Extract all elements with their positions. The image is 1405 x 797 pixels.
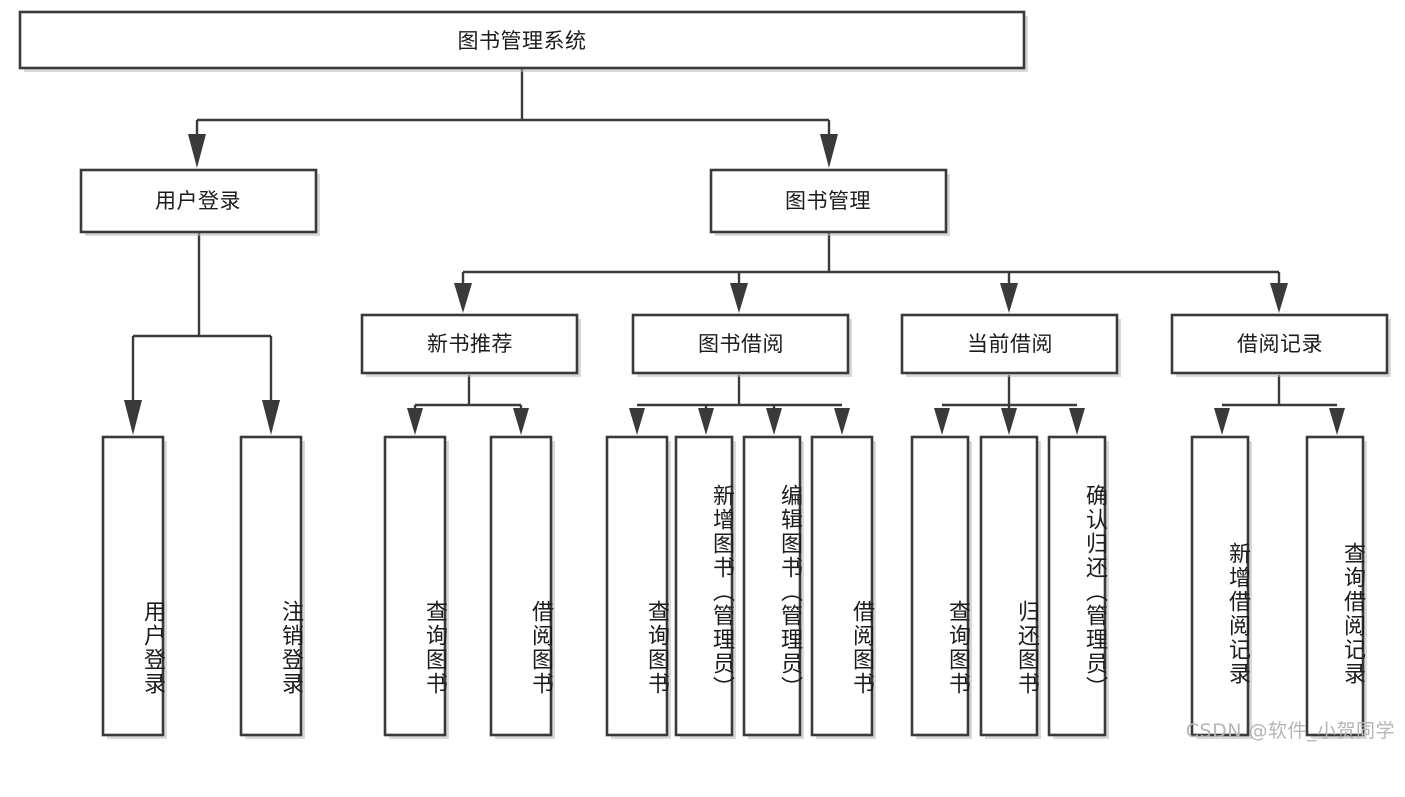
leaf-box-book-borrow-1[interactable] [605,435,669,737]
leaf-box-book-borrow-3[interactable] [742,435,802,737]
arrow-to-new-book-recommend [454,283,472,313]
new-book-recommend-label: 新书推荐 [427,332,513,356]
leaf-box-current-borrow-2[interactable] [979,435,1039,737]
leaf-box-user-login-2[interactable] [239,435,303,737]
new-book-recommend-box[interactable] [360,313,579,375]
user-login-box[interactable] [79,168,318,234]
book-manage-label: 图书管理 [785,189,871,213]
node-current-borrow[interactable]: 当前借阅 [900,313,1121,377]
borrow-record-label: 借阅记录 [1237,332,1323,356]
root-label: 图书管理系统 [458,29,587,53]
book-borrow-label: 图书借阅 [698,332,784,356]
leaf-box-new-book-1[interactable] [383,435,447,737]
arrow-userlogin-leaf2 [262,400,280,435]
node-root[interactable]: 图书管理系统 [18,10,1028,72]
root-box[interactable] [18,10,1026,70]
node-borrow-record[interactable]: 借阅记录 [1170,313,1391,377]
arrow-userlogin-leaf1 [124,400,142,435]
arrow-borrowrecord-leaf1 [1214,408,1230,435]
leaf-box-book-borrow-2[interactable] [674,435,734,737]
arrow-newbook-leaf1 [407,408,423,435]
arrow-bookborrow-leaf1 [629,408,645,435]
leaf-box-current-borrow-3[interactable] [1047,435,1107,737]
arrow-newbook-leaf2 [513,408,529,435]
node-book-borrow[interactable]: 图书借阅 [631,313,852,377]
arrow-currentborrow-leaf2 [1001,408,1017,435]
leaf-box-borrow-record-2[interactable] [1305,435,1365,737]
borrow-record-box[interactable] [1170,313,1389,375]
arrow-currentborrow-leaf1 [934,408,950,435]
tree-svg: 图书管理系统 用户登录 图书管理 新书推荐 图书借阅 当前借阅 [18,10,1391,739]
arrow-to-current-borrow [1000,283,1018,313]
leaf-box-borrow-record-1[interactable] [1190,435,1250,737]
current-borrow-label: 当前借阅 [967,332,1053,356]
leaf-box-layer [101,435,1367,739]
leaf-box-user-login-1[interactable] [101,435,165,737]
arrow-to-book-borrow [730,283,748,313]
current-borrow-box[interactable] [900,313,1119,375]
user-login-label: 用户登录 [155,189,241,213]
connector-layer [124,68,1345,435]
arrow-currentborrow-leaf3 [1069,408,1085,435]
arrow-borrowrecord-leaf2 [1329,408,1345,435]
leaf-box-current-borrow-1[interactable] [910,435,970,737]
arrow-bookborrow-leaf2 [698,408,714,435]
arrow-to-user-login [188,134,206,168]
arrow-bookborrow-leaf4 [834,408,850,435]
book-borrow-box[interactable] [631,313,850,375]
book-manage-box[interactable] [709,168,948,234]
arrow-bookborrow-leaf3 [766,408,782,435]
leaf-box-new-book-2[interactable] [489,435,553,737]
leaf-box-book-borrow-4[interactable] [810,435,874,737]
arrow-to-book-manage [820,134,838,168]
node-user-login[interactable]: 用户登录 [79,168,320,236]
diagram-canvas: 图书管理系统 用户登录 图书管理 新书推荐 图书借阅 当前借阅 [18,10,1395,742]
node-book-manage[interactable]: 图书管理 [709,168,950,236]
node-new-book-recommend[interactable]: 新书推荐 [360,313,581,377]
arrow-to-borrow-record [1270,283,1288,313]
